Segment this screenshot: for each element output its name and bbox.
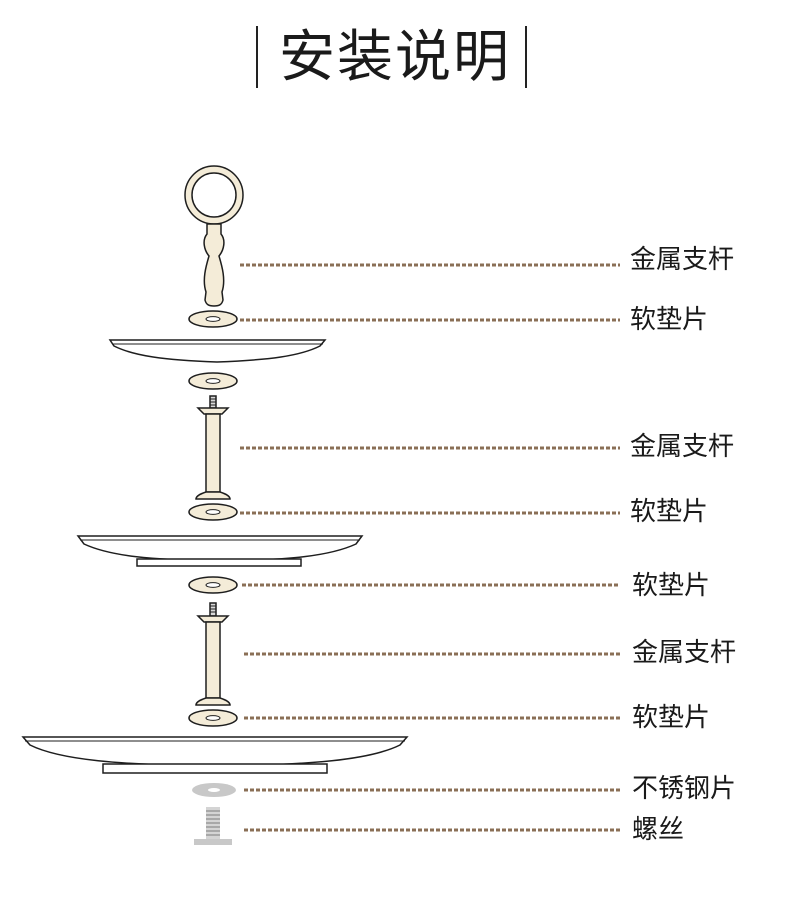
plate-middle [76, 535, 364, 567]
label-soft-pad-2: 软垫片 [630, 497, 709, 527]
title-right-bar [525, 26, 527, 88]
plate-bottom [21, 736, 409, 774]
pad-4 [188, 576, 238, 594]
pad-2 [188, 372, 238, 390]
steel-washer [192, 783, 236, 797]
middle-rod [195, 395, 231, 500]
pad-1 [188, 310, 238, 328]
plate-top [108, 339, 327, 363]
label-screw: 螺丝 [632, 815, 685, 845]
title-left-bar [256, 26, 258, 88]
screw [194, 807, 232, 845]
label-soft-pad-3: 软垫片 [632, 571, 711, 601]
label-soft-pad-1: 软垫片 [630, 305, 709, 335]
title-block: 安装说明 [0, 22, 790, 94]
top-handle-rod [184, 165, 244, 307]
pad-5 [188, 709, 238, 727]
label-soft-pad-4: 软垫片 [632, 703, 711, 733]
label-metal-rod-3: 金属支杆 [632, 638, 737, 668]
bottom-rod [195, 602, 231, 706]
label-metal-rod-1: 金属支杆 [630, 245, 735, 275]
label-metal-rod-2: 金属支杆 [630, 432, 735, 462]
pad-3 [188, 503, 238, 521]
label-steel-washer: 不锈钢片 [632, 774, 737, 804]
page-title: 安装说明 [279, 25, 511, 90]
